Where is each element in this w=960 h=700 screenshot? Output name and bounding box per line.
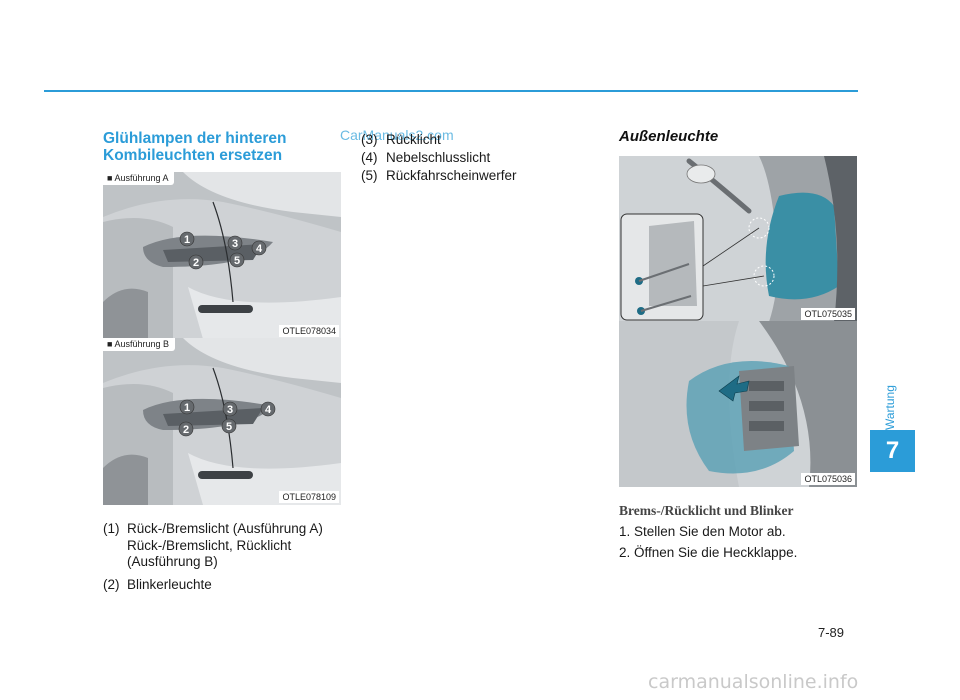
callout-4: 4 (256, 243, 263, 255)
lamp-removal-illustration (619, 321, 857, 487)
chapter-side-label: Wartung (879, 370, 919, 430)
legend-item-5-num: (5) (361, 168, 378, 183)
callout-5: 5 (234, 255, 240, 267)
screwdriver-illustration (619, 156, 857, 322)
callout-b2-marker (178, 421, 194, 437)
callout-3: 3 (232, 238, 238, 250)
step-1: 1. Stellen Sie den Motor ab. (619, 524, 786, 539)
callout-2-marker (188, 254, 204, 270)
legend-item-4: (4) Nebelschlusslicht (361, 149, 517, 167)
legend-item-5: (5) Rückfahrscheinwerfer (361, 167, 517, 185)
callout-b5-marker (221, 418, 237, 434)
legend-item-2: (2) Blinkerleuchte (103, 577, 353, 594)
callout-b4: 4 (265, 404, 272, 416)
page-number: 7-89 (818, 625, 845, 640)
figure-b-tag: ■ Ausführung B (103, 338, 175, 351)
watermark-mid: CarManuals2.com (340, 127, 454, 143)
legend-item-1-line-2: Rück-/Bremslicht, Rücklicht (127, 537, 292, 553)
callout-4-marker (251, 240, 267, 256)
figure-c-code: OTL075035 (801, 308, 855, 320)
callout-1: 1 (184, 234, 190, 246)
section-title-line-2: Kombileuchten ersetzen (103, 147, 283, 164)
legend-item-1-line-1: Rück-/Bremslicht (Ausführung A) (127, 521, 323, 536)
lamp-legend-mid: (3) Rücklicht (4) Nebelschlusslicht (5) … (361, 131, 517, 185)
legend-item-4-text: Nebelschlusslicht (386, 150, 491, 165)
figure-d-code: OTL075036 (801, 473, 855, 485)
section-title: Glühlampen der hinteren Kombileuchten er… (103, 130, 333, 164)
legend-item-3-num: (3) (361, 132, 378, 147)
figure-screwdriver: OTL075035 (619, 156, 857, 322)
chapter-tab: 7 (870, 430, 915, 472)
step-2: 2. Öffnen Sie die Heckklappe. (619, 545, 798, 560)
callout-2: 2 (193, 257, 199, 269)
legend-item-1-num: (1) (103, 521, 120, 536)
legend-item-3-text: Rücklicht (386, 132, 441, 147)
callout-3-marker (227, 235, 243, 251)
callouts-b: 1 2 3 4 5 (178, 399, 276, 437)
car-rear-illustration-b (103, 338, 341, 505)
legend-item-5-text: Rückfahrscheinwerfer (386, 168, 517, 183)
callout-b3-marker (222, 401, 238, 417)
callout-b4-marker (260, 401, 276, 417)
legend-item-4-num: (4) (361, 150, 378, 165)
section-title-line-1: Glühlampen der hinteren (103, 130, 287, 147)
legend-item-1: (1) Rück-/Bremslicht (Ausführung A) Rück… (103, 521, 353, 571)
callout-1-marker (179, 231, 195, 247)
callout-b3: 3 (227, 404, 233, 416)
callouts-a: 1 2 3 4 5 (179, 231, 267, 270)
callout-b5: 5 (226, 421, 232, 433)
watermark-bottom: carmanualsonline.info (648, 671, 859, 693)
chapter-side-label-text: Wartung (883, 385, 897, 430)
figure-lamp-removal: OTL075036 (619, 321, 857, 487)
figure-variant-a: 1 2 3 4 5 ■ Ausführung A OTLE078034 (103, 172, 341, 339)
figure-a-tag: ■ Ausführung A (103, 172, 175, 185)
sub-heading: Außenleuchte (619, 128, 719, 145)
callout-b1: 1 (184, 402, 190, 414)
callout-5-marker (229, 252, 245, 268)
procedure-steps: 1. Stellen Sie den Motor ab. 2. Öffnen S… (619, 521, 797, 563)
lamp-legend-left: (1) Rück-/Bremslicht (Ausführung A) Rück… (103, 521, 353, 599)
brake-tail-subheading: Brems-/Rücklicht und Blinker (619, 503, 794, 518)
legend-item-2-num: (2) (103, 576, 120, 592)
figure-variant-b: 1 2 3 4 5 ■ Ausführung B OTLE078109 (103, 338, 341, 505)
callout-b1-marker (179, 399, 195, 415)
legend-item-1-line-3: (Ausführung B) (127, 554, 218, 569)
top-rule (44, 90, 858, 92)
legend-item-2-line-1: Blinkerleuchte (127, 576, 212, 592)
callout-b2: 2 (183, 424, 189, 436)
legend-item-3: (3) Rücklicht (361, 131, 517, 149)
figure-b-code: OTLE078109 (279, 491, 339, 503)
figure-a-code: OTLE078034 (279, 325, 339, 337)
